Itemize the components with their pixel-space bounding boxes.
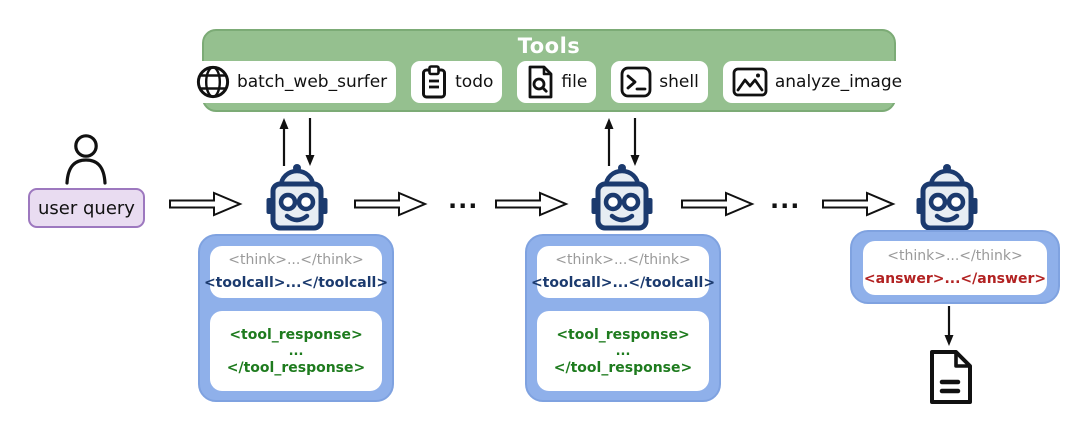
image-icon <box>732 67 768 97</box>
robot-agent-icon-2 <box>591 164 653 231</box>
flow-arrow-1 <box>169 191 243 217</box>
flow-arrow-3 <box>495 191 569 217</box>
tool-pill-label: analyze_image <box>774 72 903 92</box>
clipboard-icon <box>422 65 447 99</box>
tool-updown-arrows-2 <box>604 118 640 166</box>
agent-answer-box: <think>...</think> <answer>...</answer> <box>850 230 1060 304</box>
file-search-icon <box>529 65 553 99</box>
tool-pill-analyze-image: analyze_image <box>722 61 912 103</box>
answer-tag: <answer>...</answer> <box>863 271 1047 287</box>
tool-pill-label: shell <box>659 72 699 92</box>
think-answer-box: <think>...</think> <answer>...</answer> <box>863 241 1047 295</box>
tools-panel-title: Tools <box>517 34 581 58</box>
robot-agent-icon-3 <box>916 164 978 231</box>
tool-pill-label: file <box>561 72 588 92</box>
tools-row: batch_web_surfer todo file <box>186 61 912 103</box>
tool-response-open-tag: <tool_response> <box>229 326 363 343</box>
flow-arrow-5 <box>822 191 896 217</box>
tool-pill-batch-web-surfer: batch_web_surfer <box>186 61 397 103</box>
flow-arrow-2 <box>354 191 428 217</box>
user-query-box: user query <box>28 188 145 228</box>
tool-pill-file: file <box>517 61 597 103</box>
toolcall-tag: <toolcall>...</toolcall> <box>203 275 389 291</box>
think-toolcall-box-1: <think>...</think> <toolcall>...</toolca… <box>204 246 388 298</box>
think-toolcall-box-2: <think>...</think> <toolcall>...</toolca… <box>531 246 715 298</box>
tool-response-ellipsis: ... <box>615 343 631 359</box>
tool-pill-todo: todo <box>411 61 503 103</box>
tool-response-box-2: <tool_response> ... </tool_response> <box>537 311 709 391</box>
tool-pill-label: todo <box>455 72 494 92</box>
tool-response-box-1: <tool_response> ... </tool_response> <box>210 311 382 391</box>
agent-turn-box-1: <think>...</think> <toolcall>...</toolca… <box>198 234 394 402</box>
terminal-icon <box>620 66 652 98</box>
tools-panel: Tools batch_web_surfer todo <box>186 29 912 112</box>
user-query-label: user query <box>38 197 135 219</box>
think-tag: <think>...</think> <box>555 252 691 268</box>
tool-response-close-tag: </tool_response> <box>226 359 366 376</box>
think-tag: <think>...</think> <box>228 252 364 268</box>
globe-icon <box>196 65 230 99</box>
user-icon <box>65 134 107 185</box>
tool-pill-label: batch_web_surfer <box>236 72 388 92</box>
flow-arrow-4 <box>681 191 755 217</box>
agent-turn-box-2: <think>...</think> <toolcall>...</toolca… <box>525 234 721 402</box>
tool-updown-arrows-1 <box>279 118 315 166</box>
tool-response-open-tag: <tool_response> <box>556 326 690 343</box>
answer-down-arrow <box>944 306 954 346</box>
think-tag: <think>...</think> <box>887 248 1023 264</box>
toolcall-tag: <toolcall>...</toolcall> <box>530 275 716 291</box>
final-document-icon <box>930 350 972 404</box>
ellipsis-1: ... <box>448 186 479 214</box>
tool-response-ellipsis: ... <box>288 343 304 359</box>
tool-pill-shell: shell <box>611 61 708 103</box>
tool-response-close-tag: </tool_response> <box>553 359 693 376</box>
ellipsis-2: ... <box>770 186 801 214</box>
robot-agent-icon-1 <box>266 164 328 231</box>
